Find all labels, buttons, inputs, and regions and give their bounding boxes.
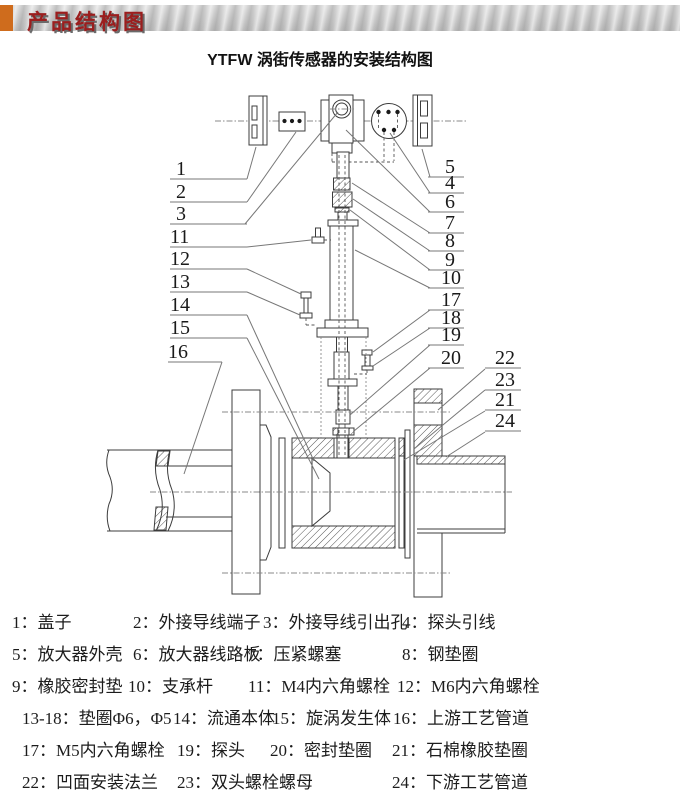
- callout-16: 16: [168, 341, 188, 363]
- bolt-m5-17-washer-18: [354, 349, 374, 375]
- legend-item-12: 12：M6内六角螺栓: [397, 677, 540, 696]
- upstream-pipe: [106, 449, 232, 532]
- callout-11: 11: [170, 226, 189, 248]
- legend-item-1: 1：盖子: [12, 613, 72, 632]
- callout-12: 12: [170, 248, 190, 270]
- legend-item-7: 7：压紧螺塞: [248, 645, 342, 664]
- seal-gasket-20: [332, 427, 355, 436]
- callout-2: 2: [176, 181, 186, 203]
- callout-8: 8: [445, 230, 455, 252]
- legend-item-10: 10：支承杆: [128, 677, 213, 696]
- callout-21: 21: [495, 389, 515, 411]
- callout-22: 22: [495, 347, 515, 369]
- legend-item-9: 9：橡胶密封垫: [12, 677, 123, 696]
- cover-right: [412, 94, 433, 147]
- bolt-m6-12-washer-13: [299, 291, 317, 326]
- callout-14: 14: [170, 294, 190, 316]
- legend-item-16: 16：上游工艺管道: [393, 709, 529, 728]
- legend-item-3: 3：外接导线引出孔: [263, 613, 408, 632]
- legend-item-17: 17：M5内六角螺栓: [22, 741, 165, 760]
- callout-6: 6: [445, 191, 455, 213]
- legend-item-8: 8：钢垫圈: [402, 645, 479, 664]
- callout-19: 19: [441, 324, 461, 346]
- callout-numbers: 1 2 3 11 12 13 14 15 16 5 4 6 7 8 9 10 1…: [168, 156, 515, 432]
- diagram-subtitle: YTFW 涡街传感器的安装结构图: [207, 52, 433, 69]
- connector-circle: [371, 103, 407, 139]
- legend-item-22: 22：凹面安装法兰: [22, 773, 158, 792]
- flow-body: [291, 437, 396, 549]
- bolt-m4-11: [311, 227, 331, 244]
- callout-18: 18: [441, 307, 461, 329]
- callout-1: 1: [176, 158, 186, 180]
- callout-24: 24: [495, 410, 515, 432]
- stud-nut-23: [413, 388, 443, 404]
- gasket-strip-left: [278, 437, 286, 549]
- banner-title: 产品结构图: [27, 11, 147, 34]
- callout-10: 10: [441, 267, 461, 289]
- callout-9: 9: [445, 249, 455, 271]
- callout-23: 23: [495, 369, 515, 391]
- legend-item-11: 11：M4内六角螺栓: [248, 677, 390, 696]
- header-accent-block: [0, 5, 13, 31]
- legend-item-19: 19：探头: [177, 741, 245, 760]
- legend-item-6: 6：放大器线路板: [133, 645, 261, 664]
- legend-item-14: 14：流通本体: [173, 709, 275, 728]
- callout-4: 4: [445, 172, 455, 194]
- callout-3: 3: [176, 203, 186, 225]
- legend-item-13-18: 13-18：垫圈Φ6，Φ5: [22, 709, 172, 728]
- legend-item-23: 23：双头螺栓螺母: [177, 773, 313, 792]
- support-rod: [316, 219, 369, 338]
- legend-item-2: 2：外接导线端子: [133, 613, 261, 632]
- cover-left: [248, 95, 268, 146]
- downstream-pipe: [416, 455, 506, 534]
- callout-5: 5: [445, 156, 455, 178]
- callout-leaders: [168, 111, 521, 480]
- terminal-block: [278, 111, 306, 132]
- probe-shaft: [327, 336, 358, 425]
- legend-item-21: 21：石棉橡胶垫圈: [392, 741, 528, 760]
- legend-item-24: 24：下游工艺管道: [392, 773, 528, 792]
- compression-plug-stack: [332, 151, 353, 221]
- legend-item-20: 20：密封垫圈: [270, 741, 372, 760]
- legend-item-5: 5：放大器外壳: [12, 645, 123, 664]
- callout-15: 15: [170, 317, 190, 339]
- callout-13: 13: [170, 271, 190, 293]
- legend-item-4: 4：探头引线: [402, 613, 496, 632]
- probe-lead-wires: [331, 114, 398, 163]
- header-banner: [0, 5, 680, 31]
- amplifier-housing: [320, 94, 365, 154]
- gasket-21: [398, 429, 411, 559]
- legend-item-15: 15：旋涡发生体: [272, 709, 391, 728]
- callout-17: 17: [441, 289, 461, 311]
- callout-20: 20: [441, 347, 461, 369]
- callout-7: 7: [445, 212, 455, 234]
